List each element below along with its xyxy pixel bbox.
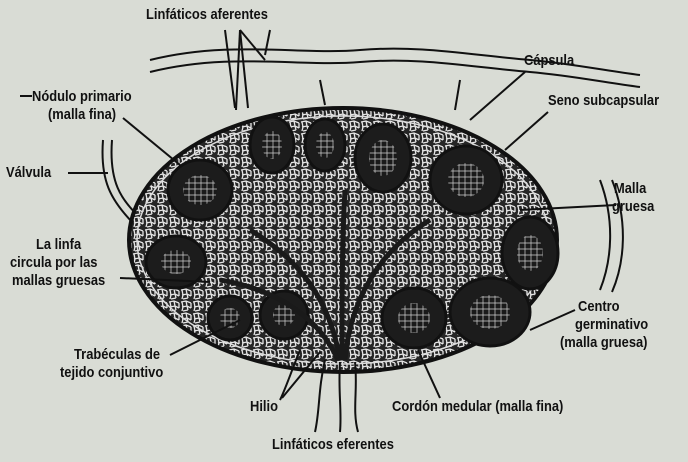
label-efferent-lymphatics: Linfáticos eferentes	[272, 436, 394, 453]
label-subcapsular-sinus: Seno subcapsular	[548, 92, 659, 109]
label-medullary-cord: Cordón medular (malla fina)	[392, 398, 563, 415]
label-coarse-mesh-2: gruesa	[612, 198, 654, 215]
label-hilum: Hilio	[250, 398, 278, 415]
label-valve: Válvula	[6, 164, 51, 181]
label-germinal-center: Centro	[578, 298, 620, 315]
label-germinal-center-3: (malla gruesa)	[560, 334, 647, 351]
label-trabeculae: Trabéculas de	[74, 346, 160, 363]
label-primary-nodule-mesh: (malla fina)	[48, 106, 116, 123]
label-trabeculae-2: tejido conjuntivo	[60, 364, 163, 381]
label-primary-nodule: Nódulo primario	[32, 88, 132, 105]
label-lymph-flow-3: mallas gruesas	[12, 272, 105, 289]
label-capsule: Cápsula	[524, 52, 574, 69]
label-germinal-center-2: germinativo	[575, 316, 648, 333]
label-afferent-lymphatics: Linfáticos aferentes	[146, 6, 268, 23]
label-lymph-flow-1: La linfa	[36, 236, 81, 253]
label-lymph-flow-2: circula por las	[10, 254, 97, 271]
label-coarse-mesh: Malla	[614, 180, 646, 197]
